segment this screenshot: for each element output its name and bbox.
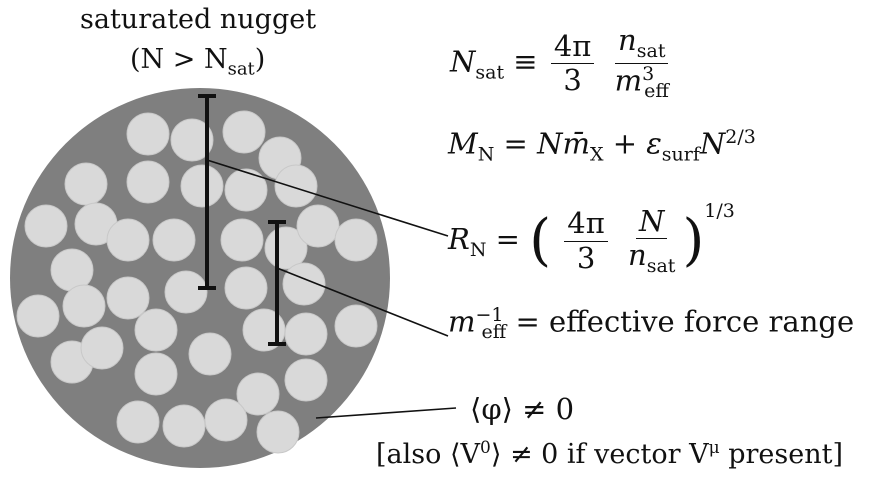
leader-phi (315, 407, 457, 419)
particle (284, 312, 328, 356)
leader-radius (206, 159, 449, 237)
particle (126, 112, 170, 156)
particle (152, 218, 196, 262)
particle (284, 358, 328, 402)
particle (204, 398, 248, 442)
particle (222, 110, 266, 154)
nugget-title: saturated nugget (80, 4, 317, 35)
particle (24, 204, 68, 248)
particle (80, 326, 124, 370)
particle (162, 404, 206, 448)
equation-force-range: m−1eff = effective force range (448, 304, 855, 344)
particle (334, 218, 378, 262)
particle (134, 352, 178, 396)
particle (188, 332, 232, 376)
leader-range (276, 267, 449, 337)
nugget-subtitle: (N > Nsat) (130, 44, 266, 80)
particles (16, 110, 378, 454)
equation-phi: ⟨φ⟩ ≠ 0 (470, 392, 575, 426)
particle (224, 266, 268, 310)
particle (126, 160, 170, 204)
particle (282, 262, 326, 306)
particle (106, 218, 150, 262)
particle (256, 410, 300, 454)
range-bar (268, 220, 286, 346)
radius-bar (198, 94, 216, 290)
particle (274, 164, 318, 208)
particle (296, 204, 340, 248)
particle (236, 372, 280, 416)
particle (164, 270, 208, 314)
leader-lines (206, 159, 457, 419)
particle (220, 218, 264, 262)
equation-mass: MN = Nm̄X + εsurfN2/3 (448, 126, 756, 166)
particle (62, 284, 106, 328)
particle (64, 162, 108, 206)
particle (180, 164, 224, 208)
particle (16, 294, 60, 338)
note-vector-field: [also ⟨V0⟩ ≠ 0 if vector Vμ present] (376, 438, 843, 470)
particle (170, 118, 214, 162)
particle (224, 168, 268, 212)
particle (106, 276, 150, 320)
particle (334, 304, 378, 348)
particle (134, 308, 178, 352)
particle (116, 400, 160, 444)
